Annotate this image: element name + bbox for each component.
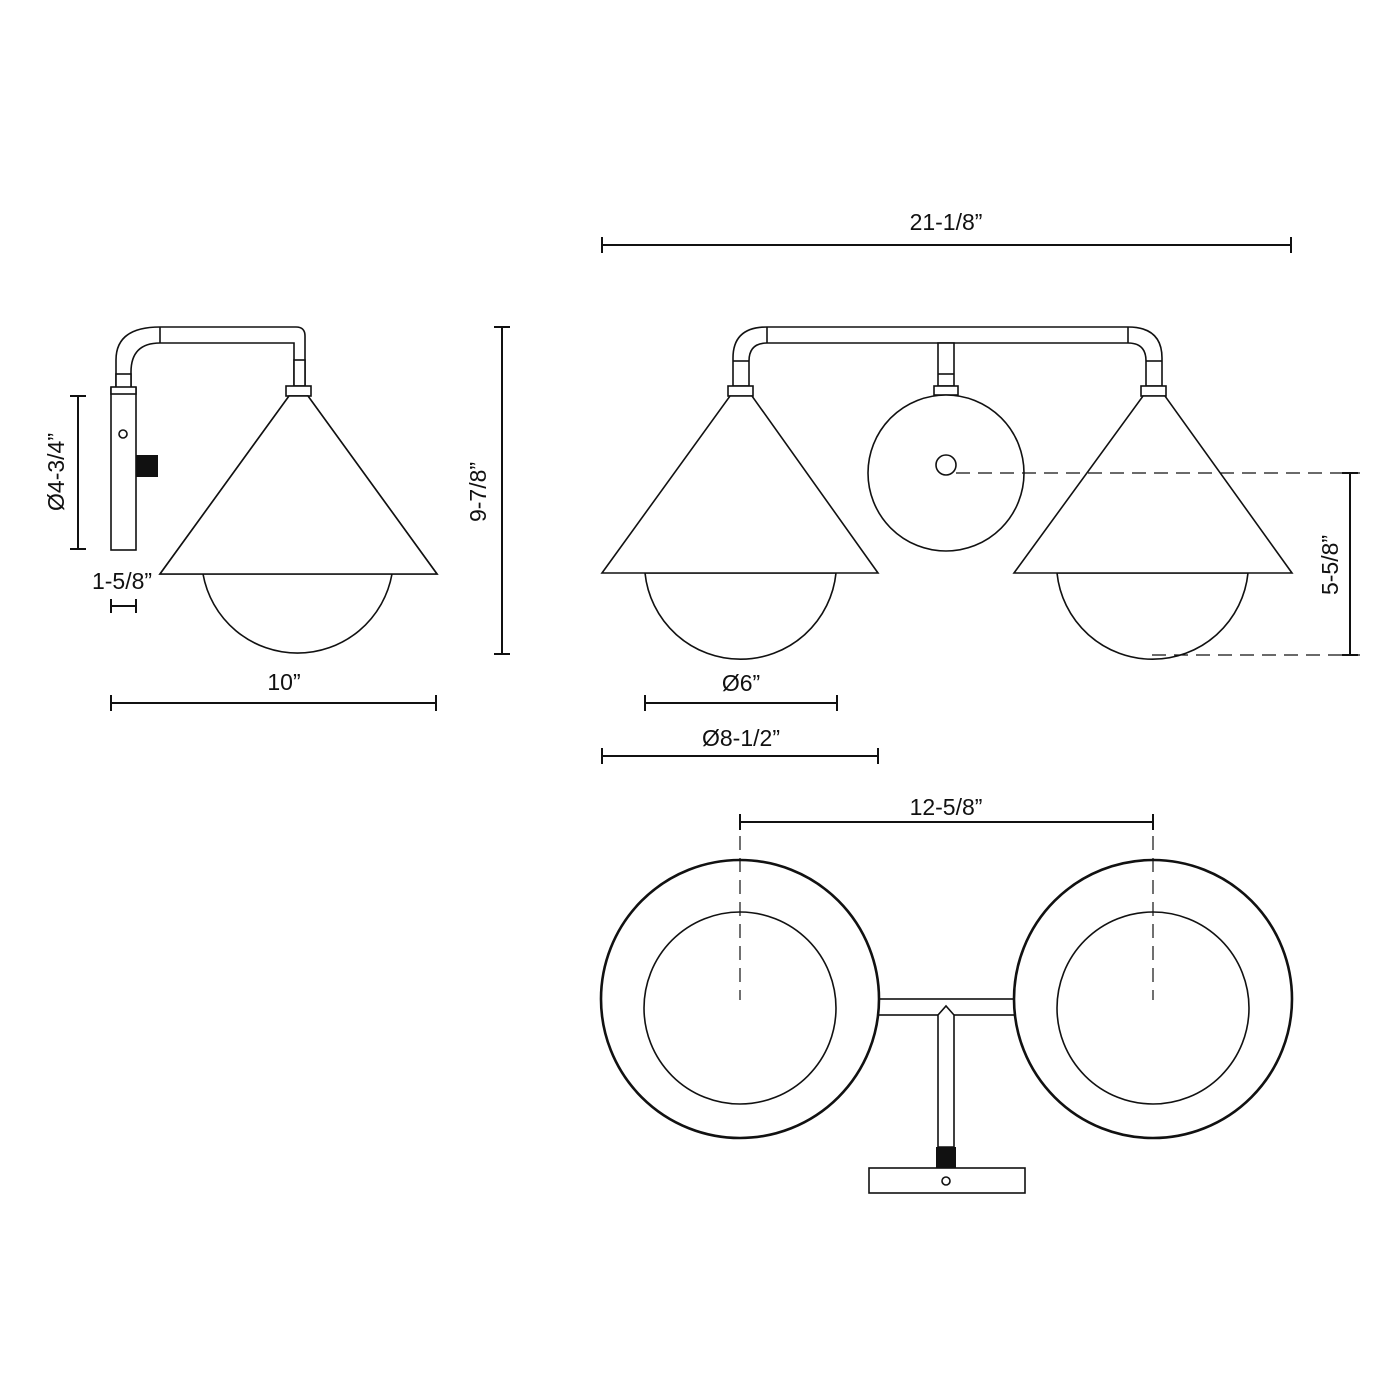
side-globe [202, 573, 393, 654]
screw-icon [118, 429, 128, 439]
dim-shade-diameter: Ø8-1/2” [702, 725, 780, 751]
dim-backplate-depth: 1-5/8” [92, 568, 152, 594]
side-view: Ø4-3/4” 1-5/8” 10” [43, 326, 439, 711]
top-switch-block [936, 1147, 956, 1169]
side-backplate [110, 387, 137, 551]
dim-center-to-center: 12-5/8” [910, 794, 983, 820]
right-globe [1056, 572, 1249, 660]
dim-glass-diameter: Ø6” [722, 670, 760, 696]
left-shade [600, 395, 880, 574]
top-stem [937, 1004, 955, 1148]
front-view: 21-1/8” 5-5/8” Ø6” [600, 209, 1360, 764]
dim-center-to-bottom: 5-5/8” [1317, 535, 1343, 595]
dim-overall-height: 9-7/8” [465, 462, 491, 522]
dim-overall-width: 21-1/8” [910, 209, 983, 235]
side-arm [115, 326, 306, 389]
left-globe-top [643, 911, 837, 1105]
switch-block [136, 455, 158, 477]
dim-extension: 10” [267, 669, 300, 695]
mount-screw-icon [935, 454, 957, 476]
right-globe-top [1056, 911, 1250, 1105]
right-shade [1012, 395, 1294, 574]
overall-height-dimension: 9-7/8” [465, 326, 510, 655]
dim-backplate-diameter: Ø4-3/4” [43, 433, 69, 511]
top-view: 12-5/8” [599, 794, 1294, 1194]
left-globe [644, 572, 837, 660]
